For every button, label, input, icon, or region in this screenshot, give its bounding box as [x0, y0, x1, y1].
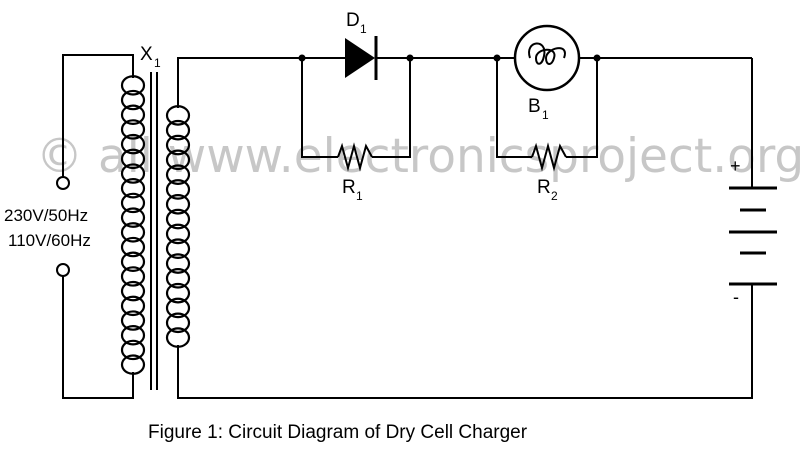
resistor-r1-label: R 1 [342, 177, 363, 203]
input-loop [56, 54, 134, 399]
figure-caption: Figure 1: Circuit Diagram of Dry Cell Ch… [148, 422, 528, 443]
bulb-label: B 1 [528, 96, 549, 122]
main-circuit-wires [177, 57, 753, 399]
battery-plus-label: + [730, 156, 741, 176]
battery-minus-label: - [733, 287, 739, 307]
svg-text:2: 2 [551, 189, 558, 203]
svg-text:D: D [346, 10, 360, 31]
diode-symbol [345, 36, 378, 80]
input-voltage-line2: 110V/60Hz [8, 231, 91, 250]
transformer-core [150, 72, 158, 390]
svg-text:1: 1 [360, 22, 367, 36]
svg-text:B: B [528, 96, 541, 117]
watermark-text: © all www.electronicsproject.org [36, 129, 800, 184]
svg-text:1: 1 [542, 108, 549, 122]
svg-text:1: 1 [356, 189, 363, 203]
svg-text:1: 1 [154, 56, 161, 70]
bulb-symbol [513, 24, 581, 92]
transformer-secondary-coil [165, 105, 191, 348]
resistor-r2-label: R 2 [537, 177, 558, 203]
input-terminal-top [56, 176, 70, 190]
transformer-label: X 1 [140, 44, 161, 70]
input-terminal-bottom [56, 263, 70, 277]
input-voltage-line1: 230V/50Hz [4, 206, 88, 225]
resistor-r1-symbol [337, 142, 373, 172]
resistor-r2-symbol [531, 142, 567, 172]
svg-text:R: R [342, 177, 356, 198]
battery-symbol [729, 186, 777, 286]
svg-text:X: X [140, 44, 153, 65]
transformer-primary-coil [120, 75, 146, 375]
diode-label: D 1 [346, 10, 367, 36]
junction-dots [298, 54, 601, 62]
svg-text:R: R [537, 177, 551, 198]
